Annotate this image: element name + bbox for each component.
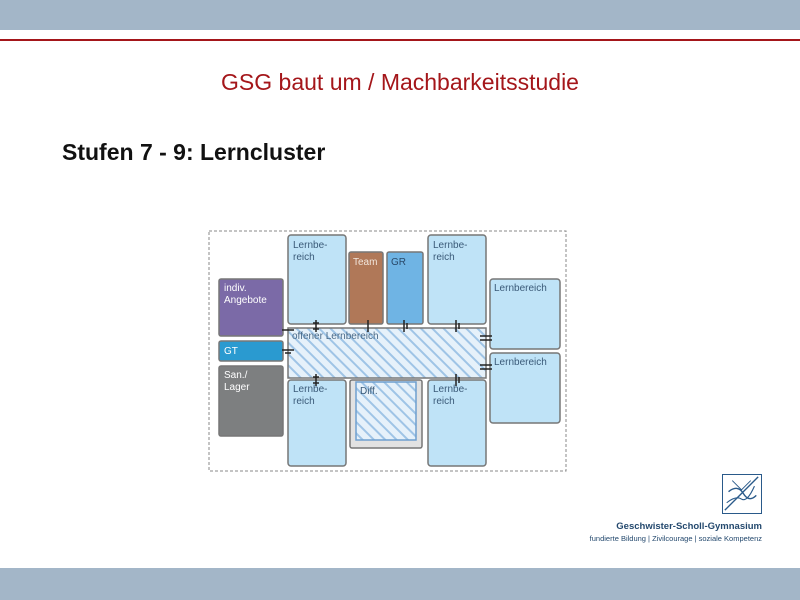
logo-emblem-icon	[724, 476, 759, 511]
room-gr: GR	[386, 251, 424, 325]
svg-text:Lernbe-reich: Lernbe-reich	[293, 240, 327, 263]
slide-title: GSG baut um / Machbarkeitsstudie	[221, 69, 579, 95]
svg-text:GR: GR	[391, 257, 406, 268]
school-name: Geschwister-Scholl-Gymnasium	[616, 521, 762, 532]
svg-text:Lernbe-reich: Lernbe-reich	[433, 384, 467, 407]
room-gt: GT	[218, 340, 284, 362]
room-lernbereich-right-lower: Lernbereich	[489, 352, 561, 424]
room-lernbereich-right-upper: Lernbereich	[489, 278, 561, 350]
svg-text:Lernbereich: Lernbereich	[494, 283, 547, 294]
school-tagline: fundierte Bildung | Zivilcourage | sozia…	[589, 534, 762, 543]
school-logo: Geschwister-Scholl-Gymnasium fundierte B…	[589, 470, 770, 550]
bottom-footer-band	[0, 568, 800, 600]
room-lernbereich-top-right: Lernbe-reich	[427, 234, 487, 325]
cluster-boundary	[208, 230, 567, 472]
svg-text:GT: GT	[224, 346, 238, 357]
room-team: Team	[348, 251, 384, 325]
header-rule	[0, 39, 800, 41]
room-san-lager: San./Lager	[218, 365, 284, 437]
floorplan-diagram: offener Lernbereich Lernbe-reich Team GR…	[208, 230, 567, 472]
top-header-band	[0, 0, 800, 30]
room-lernbereich-bottom-left: Lernbe-reich	[287, 379, 347, 467]
svg-text:Lernbereich: Lernbereich	[494, 357, 547, 368]
room-diff: Diff.	[349, 379, 423, 449]
slide-subtitle: Stufen 7 - 9: Lerncluster	[62, 139, 326, 165]
room-lernbereich-top-left: Lernbe-reich	[287, 234, 347, 325]
school-logo-mark	[722, 474, 762, 514]
open-learning-area	[287, 327, 487, 379]
svg-text:indiv.Angebote: indiv.Angebote	[224, 283, 267, 306]
svg-text:Team: Team	[353, 257, 377, 268]
room-lernbereich-bottom-right: Lernbe-reich	[427, 379, 487, 467]
door-markers	[282, 320, 492, 386]
svg-text:San./Lager: San./Lager	[224, 370, 250, 393]
room-individuelle-angebote: indiv.Angebote	[218, 278, 284, 337]
room-label-offener-lernbereich: offener Lernbereich	[292, 331, 379, 342]
svg-text:Diff.: Diff.	[360, 386, 378, 397]
svg-text:Lernbe-reich: Lernbe-reich	[293, 384, 327, 407]
svg-text:Lernbe-reich: Lernbe-reich	[433, 240, 467, 263]
